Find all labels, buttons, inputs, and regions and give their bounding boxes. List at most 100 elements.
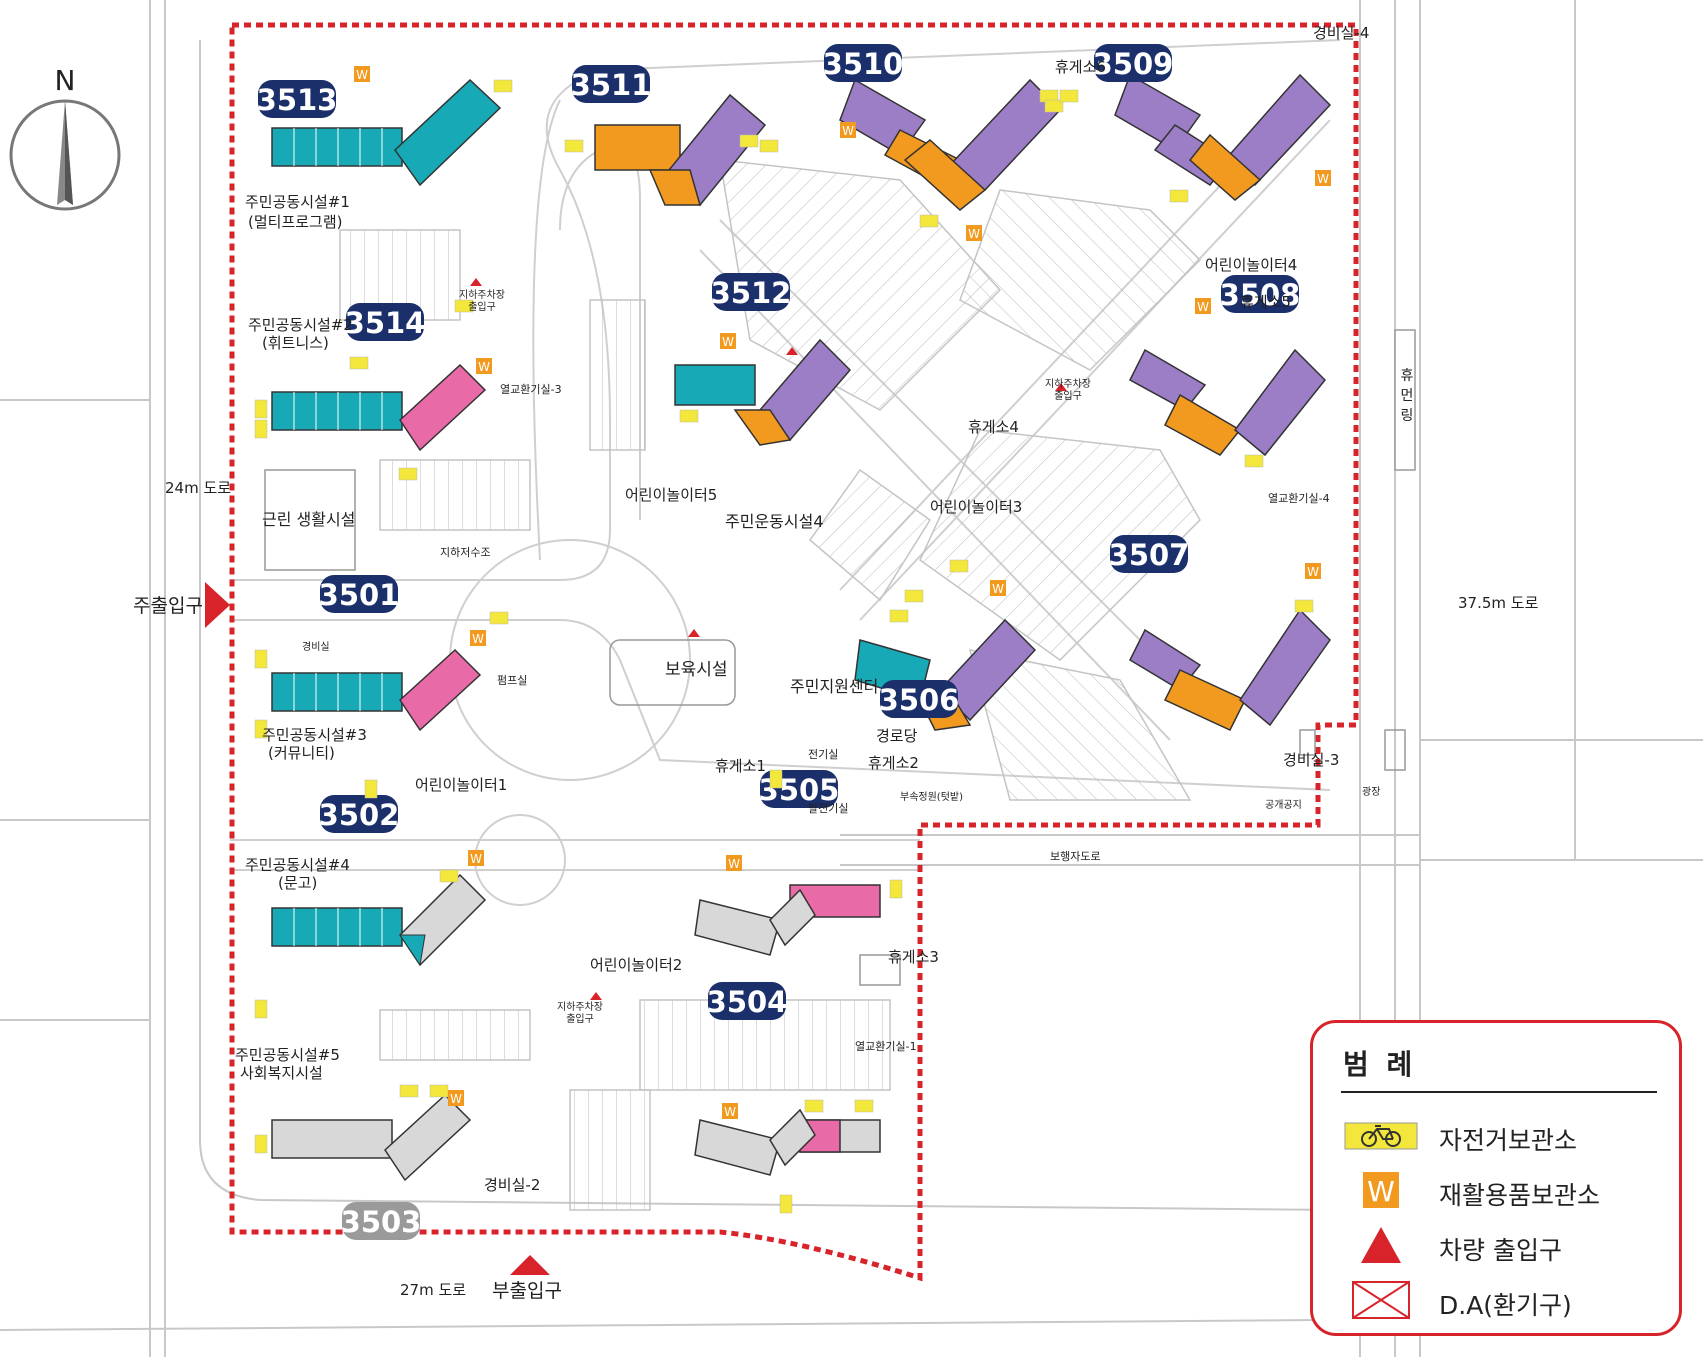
recycle-w-icon: W	[992, 582, 1004, 596]
electric-room-label: 전기실	[808, 748, 838, 761]
building-3511[interactable]	[594, 93, 767, 207]
playground-4-label: 어린이놀이터4	[1205, 256, 1297, 274]
water-tank-label: 지하저수조	[440, 545, 491, 559]
building-id-label: 3511	[571, 68, 652, 102]
recycle-w-icon: W	[478, 360, 490, 374]
community-5-sub-label: 사회복지시설	[240, 1064, 323, 1082]
legend-item-bike: 자전거보관소	[1341, 1115, 1671, 1159]
south-road-label: 27m 도로	[400, 1281, 466, 1299]
building-3510[interactable]	[839, 78, 1062, 211]
guard-room-1-label: 경비실	[302, 640, 330, 653]
building-badge-3501[interactable]: 3501	[319, 575, 400, 613]
recycle-w-icon: W	[472, 632, 484, 646]
building-id-label: 3501	[319, 578, 400, 612]
bike-storage-markers	[254, 79, 1314, 1214]
rest-area-2-label: 휴게소2	[868, 754, 919, 772]
building-badge-3514[interactable]: 3514	[345, 303, 426, 341]
rest-area-4-label: 휴게소4	[968, 418, 1019, 436]
garden-label: 부속정원(텃밭)	[900, 791, 963, 803]
building-id-label: 3503	[341, 1205, 422, 1239]
vent-room-3-label: 열교환기실-3	[500, 383, 562, 396]
guard-room-4-label: 경비실-4	[1313, 24, 1369, 42]
playground-1-label: 어린이놀이터1	[415, 776, 507, 794]
building-badge-3506[interactable]: 3506	[879, 680, 960, 718]
legend-item-recycle: W 재활용품보관소	[1341, 1170, 1671, 1214]
building-badge-3512[interactable]: 3512	[711, 273, 792, 311]
community-1-label: 주민공동시설#1	[245, 193, 350, 211]
building-id-label: 3507	[1109, 538, 1190, 572]
building-badge-3509[interactable]: 3509	[1093, 44, 1174, 82]
support-center-label: 주민지원센터	[790, 677, 878, 696]
plaza-label: 광장	[1362, 786, 1380, 798]
guard-room-3-label: 경비실-3	[1283, 751, 1339, 769]
building-badge-3503[interactable]: 3503	[341, 1202, 422, 1240]
community-4-label: 주민공동시설#4	[245, 856, 350, 874]
recycle-w-icon: W	[356, 68, 368, 82]
recycle-w-icon: W	[724, 1105, 736, 1119]
building-3501[interactable]	[271, 648, 482, 732]
west-road-label: 24m 도로	[165, 479, 231, 497]
recycle-w-icon: W	[1197, 300, 1209, 314]
building-id-label: 3513	[257, 83, 338, 117]
east-road-label: 37.5m 도로	[1458, 594, 1539, 612]
community-2-sub-label: (휘트니스)	[262, 334, 329, 352]
legend-label-bike: 자전거보관소	[1439, 1126, 1578, 1155]
building-3505[interactable]	[694, 884, 881, 956]
legend-title: 범 례	[1343, 1048, 1417, 1081]
recycle-w-icon: W	[470, 852, 482, 866]
building-3508[interactable]	[1129, 348, 1327, 457]
sub-entrance-label: 부출입구	[492, 1280, 562, 1302]
bicycle-icon	[1344, 1122, 1418, 1150]
recycle-w-icon: W	[968, 227, 980, 241]
community-3-sub-label: (커뮤니티)	[268, 744, 335, 762]
daycare-label: 보육시설	[665, 660, 728, 680]
building-3513[interactable]	[271, 78, 502, 187]
building-badge-3510[interactable]: 3510	[823, 44, 904, 82]
community-4-sub-label: (문고)	[278, 874, 317, 892]
building-badge-3504[interactable]: 3504	[707, 982, 788, 1020]
community-5-label: 주민공동시설#5	[235, 1046, 340, 1064]
building-badge-3511[interactable]: 3511	[571, 65, 652, 103]
legend-label-vehicle-entrance: 차량 출입구	[1439, 1236, 1562, 1265]
building-3512[interactable]	[674, 338, 852, 446]
building-badge-3502[interactable]: 3502	[319, 795, 400, 833]
community-1-sub-label: (멀티프로그램)	[248, 213, 343, 231]
playground-5-label: 어린이놀이터5	[625, 486, 717, 504]
rest-area-6-label: 휴게소6	[1055, 58, 1106, 76]
legend-box: 범 례 자전거보관소 W 재활용품보관소 차량 출입구 D.A(환기구)	[1310, 1020, 1682, 1336]
building-id-label: 3506	[879, 683, 960, 717]
north-label: N	[55, 64, 76, 97]
retail-label: 근린 생활시설	[262, 510, 355, 529]
building-3507[interactable]	[1129, 608, 1331, 731]
recycle-w-icon: W	[450, 1092, 462, 1106]
legend-item-vehicle-entrance: 차량 출입구	[1341, 1225, 1671, 1269]
building-badge-3508[interactable]: 3508	[1220, 275, 1301, 313]
rest-area-1-label: 휴게소1	[715, 757, 766, 775]
generator-room-label: 발전기실	[808, 802, 848, 815]
pedestrian-road-label: 보행자도로	[1050, 850, 1101, 863]
building-3503[interactable]	[271, 1093, 472, 1182]
building-badge-3513[interactable]: 3513	[257, 80, 338, 118]
building-3514[interactable]	[271, 363, 487, 452]
main-entrance-label: 주출입구	[133, 595, 203, 617]
north-arrow-icon: N	[9, 64, 121, 211]
building-3509[interactable]	[1114, 73, 1332, 201]
recycle-w-icon: W	[1307, 565, 1319, 579]
sports-facility-label: 주민운동시설4	[725, 512, 824, 531]
recycle-w-icon: W	[1317, 172, 1329, 186]
ventilation-x-icon	[1352, 1281, 1410, 1319]
building-id-label: 3510	[823, 47, 904, 81]
building-id-label: 3512	[711, 276, 792, 310]
building-3502[interactable]	[271, 873, 487, 967]
legend-item-ventilation: D.A(환기구)	[1341, 1280, 1671, 1324]
rest-area-3-label: 휴게소3	[888, 948, 939, 966]
vehicle-entrance-triangle-icon	[1361, 1227, 1401, 1263]
building-3504[interactable]	[694, 1108, 881, 1176]
building-badge-3507[interactable]: 3507	[1109, 535, 1190, 573]
vent-room-1-label: 열교환기실-1	[855, 1040, 917, 1053]
